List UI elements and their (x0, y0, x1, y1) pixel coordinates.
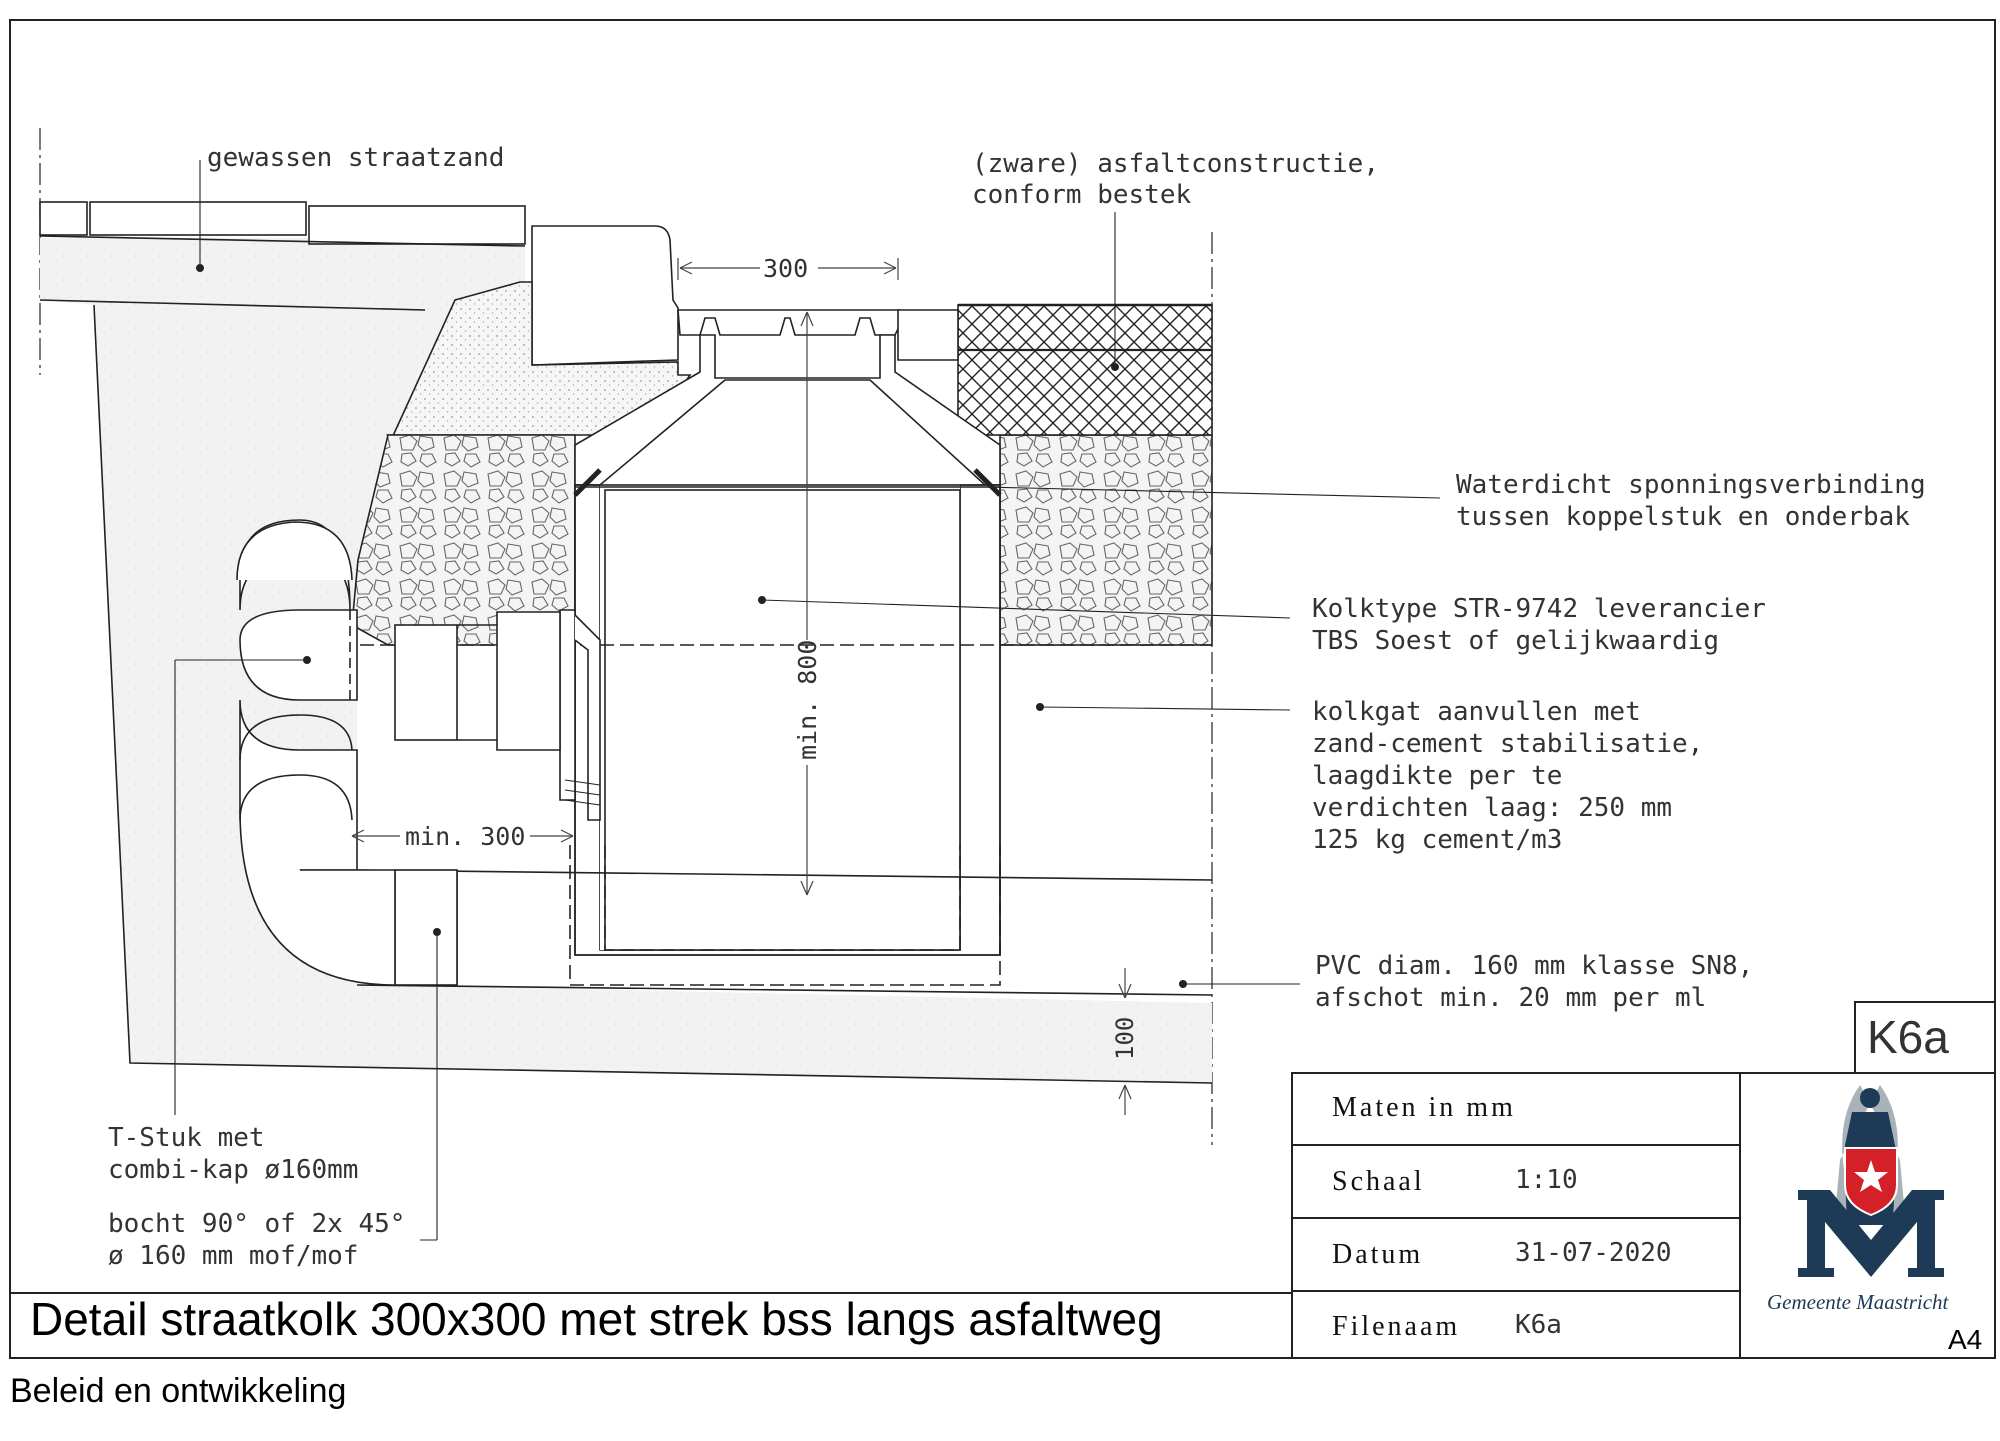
label-waterdicht-1: Waterdicht sponningsverbinding (1456, 470, 1926, 500)
pvc-pipe (356, 869, 1213, 996)
maten-label: Maten in mm (1332, 1092, 1516, 1123)
datum-label: Datum (1332, 1239, 1423, 1270)
label-kolktype-1: Kolktype STR-9742 leverancier (1312, 594, 1766, 624)
drawing-code-box: K6a (1867, 1011, 1949, 1063)
title-block (9, 1001, 1996, 1359)
paving-brick (308, 205, 526, 245)
label-pvc-2: afschot min. 20 mm per ml (1315, 983, 1706, 1013)
label-kolktype-2: TBS Soest of gelijkwaardig (1312, 626, 1719, 656)
label-pvc-1: PVC diam. 160 mm klasse SN8, (1315, 951, 1753, 981)
department-label: Beleid en ontwikkeling (10, 1372, 346, 1410)
label-kolkgat-3: laagdikte per te (1312, 761, 1562, 791)
cross-section (39, 128, 1441, 1241)
label-bocht-1: bocht 90° of 2x 45° (108, 1209, 405, 1239)
kerb-stone (531, 225, 679, 366)
dim-width-top: 300 (763, 254, 808, 283)
label-kolkgat-4: verdichten laag: 250 mm (1312, 793, 1672, 823)
dim-bedding: 100 (1111, 1017, 1139, 1060)
label-tstuk-1: T-Stuk met (108, 1123, 265, 1153)
label-waterdicht-2: tussen koppelstuk en onderbak (1456, 502, 1910, 532)
paper-size: A4 (1948, 1324, 1982, 1355)
dim-depth: min. 800 (793, 640, 822, 760)
label-kolkgat-5: 125 kg cement/m3 (1312, 825, 1562, 855)
paving-brick (39, 201, 88, 236)
outlet-trap (559, 609, 576, 801)
filenaam-label: Filenaam (1332, 1311, 1460, 1342)
label-asfalt-1: (zware) asfaltconstructie, (972, 149, 1379, 179)
label-straatzand: gewassen straatzand (207, 143, 504, 173)
paving-brick (89, 201, 307, 236)
datum-value: 31-07-2020 (1515, 1238, 1672, 1268)
grate-frame (677, 309, 901, 336)
label-kolkgat-1: kolkgat aanvullen met (1312, 697, 1641, 727)
filenaam-value: K6a (1515, 1310, 1562, 1340)
label-asfalt-2: conform bestek (972, 180, 1191, 210)
stone-foundation-right (999, 434, 1213, 646)
label-bocht-2: ø 160 mm mof/mof (108, 1241, 358, 1271)
pipe-stub (394, 624, 458, 741)
logo-text: Gemeente Maastricht (1767, 1290, 1950, 1314)
label-kolkgat-2: zand-cement stabilisatie, (1312, 729, 1703, 759)
gemeente-maastricht-logo: Gemeente Maastricht (1767, 1085, 1950, 1314)
dim-min-side: min. 300 (405, 822, 525, 851)
star-icon (1854, 1160, 1888, 1192)
dimension-lines (351, 258, 1132, 1115)
leader-dots (196, 264, 1187, 988)
leader-lines (174, 160, 1441, 1241)
letter-m (1798, 1190, 1944, 1277)
label-tstuk-2: combi-kap ø160mm (108, 1155, 358, 1185)
schaal-label: Schaal (1332, 1166, 1425, 1197)
schaal-value: 1:10 (1515, 1165, 1578, 1195)
drawing-title: Detail straatkolk 300x300 met strek bss … (30, 1293, 1163, 1345)
annotations: gewassen straatzand (zware) asfaltconstr… (108, 143, 1926, 1271)
asphalt-construction (957, 304, 1213, 436)
